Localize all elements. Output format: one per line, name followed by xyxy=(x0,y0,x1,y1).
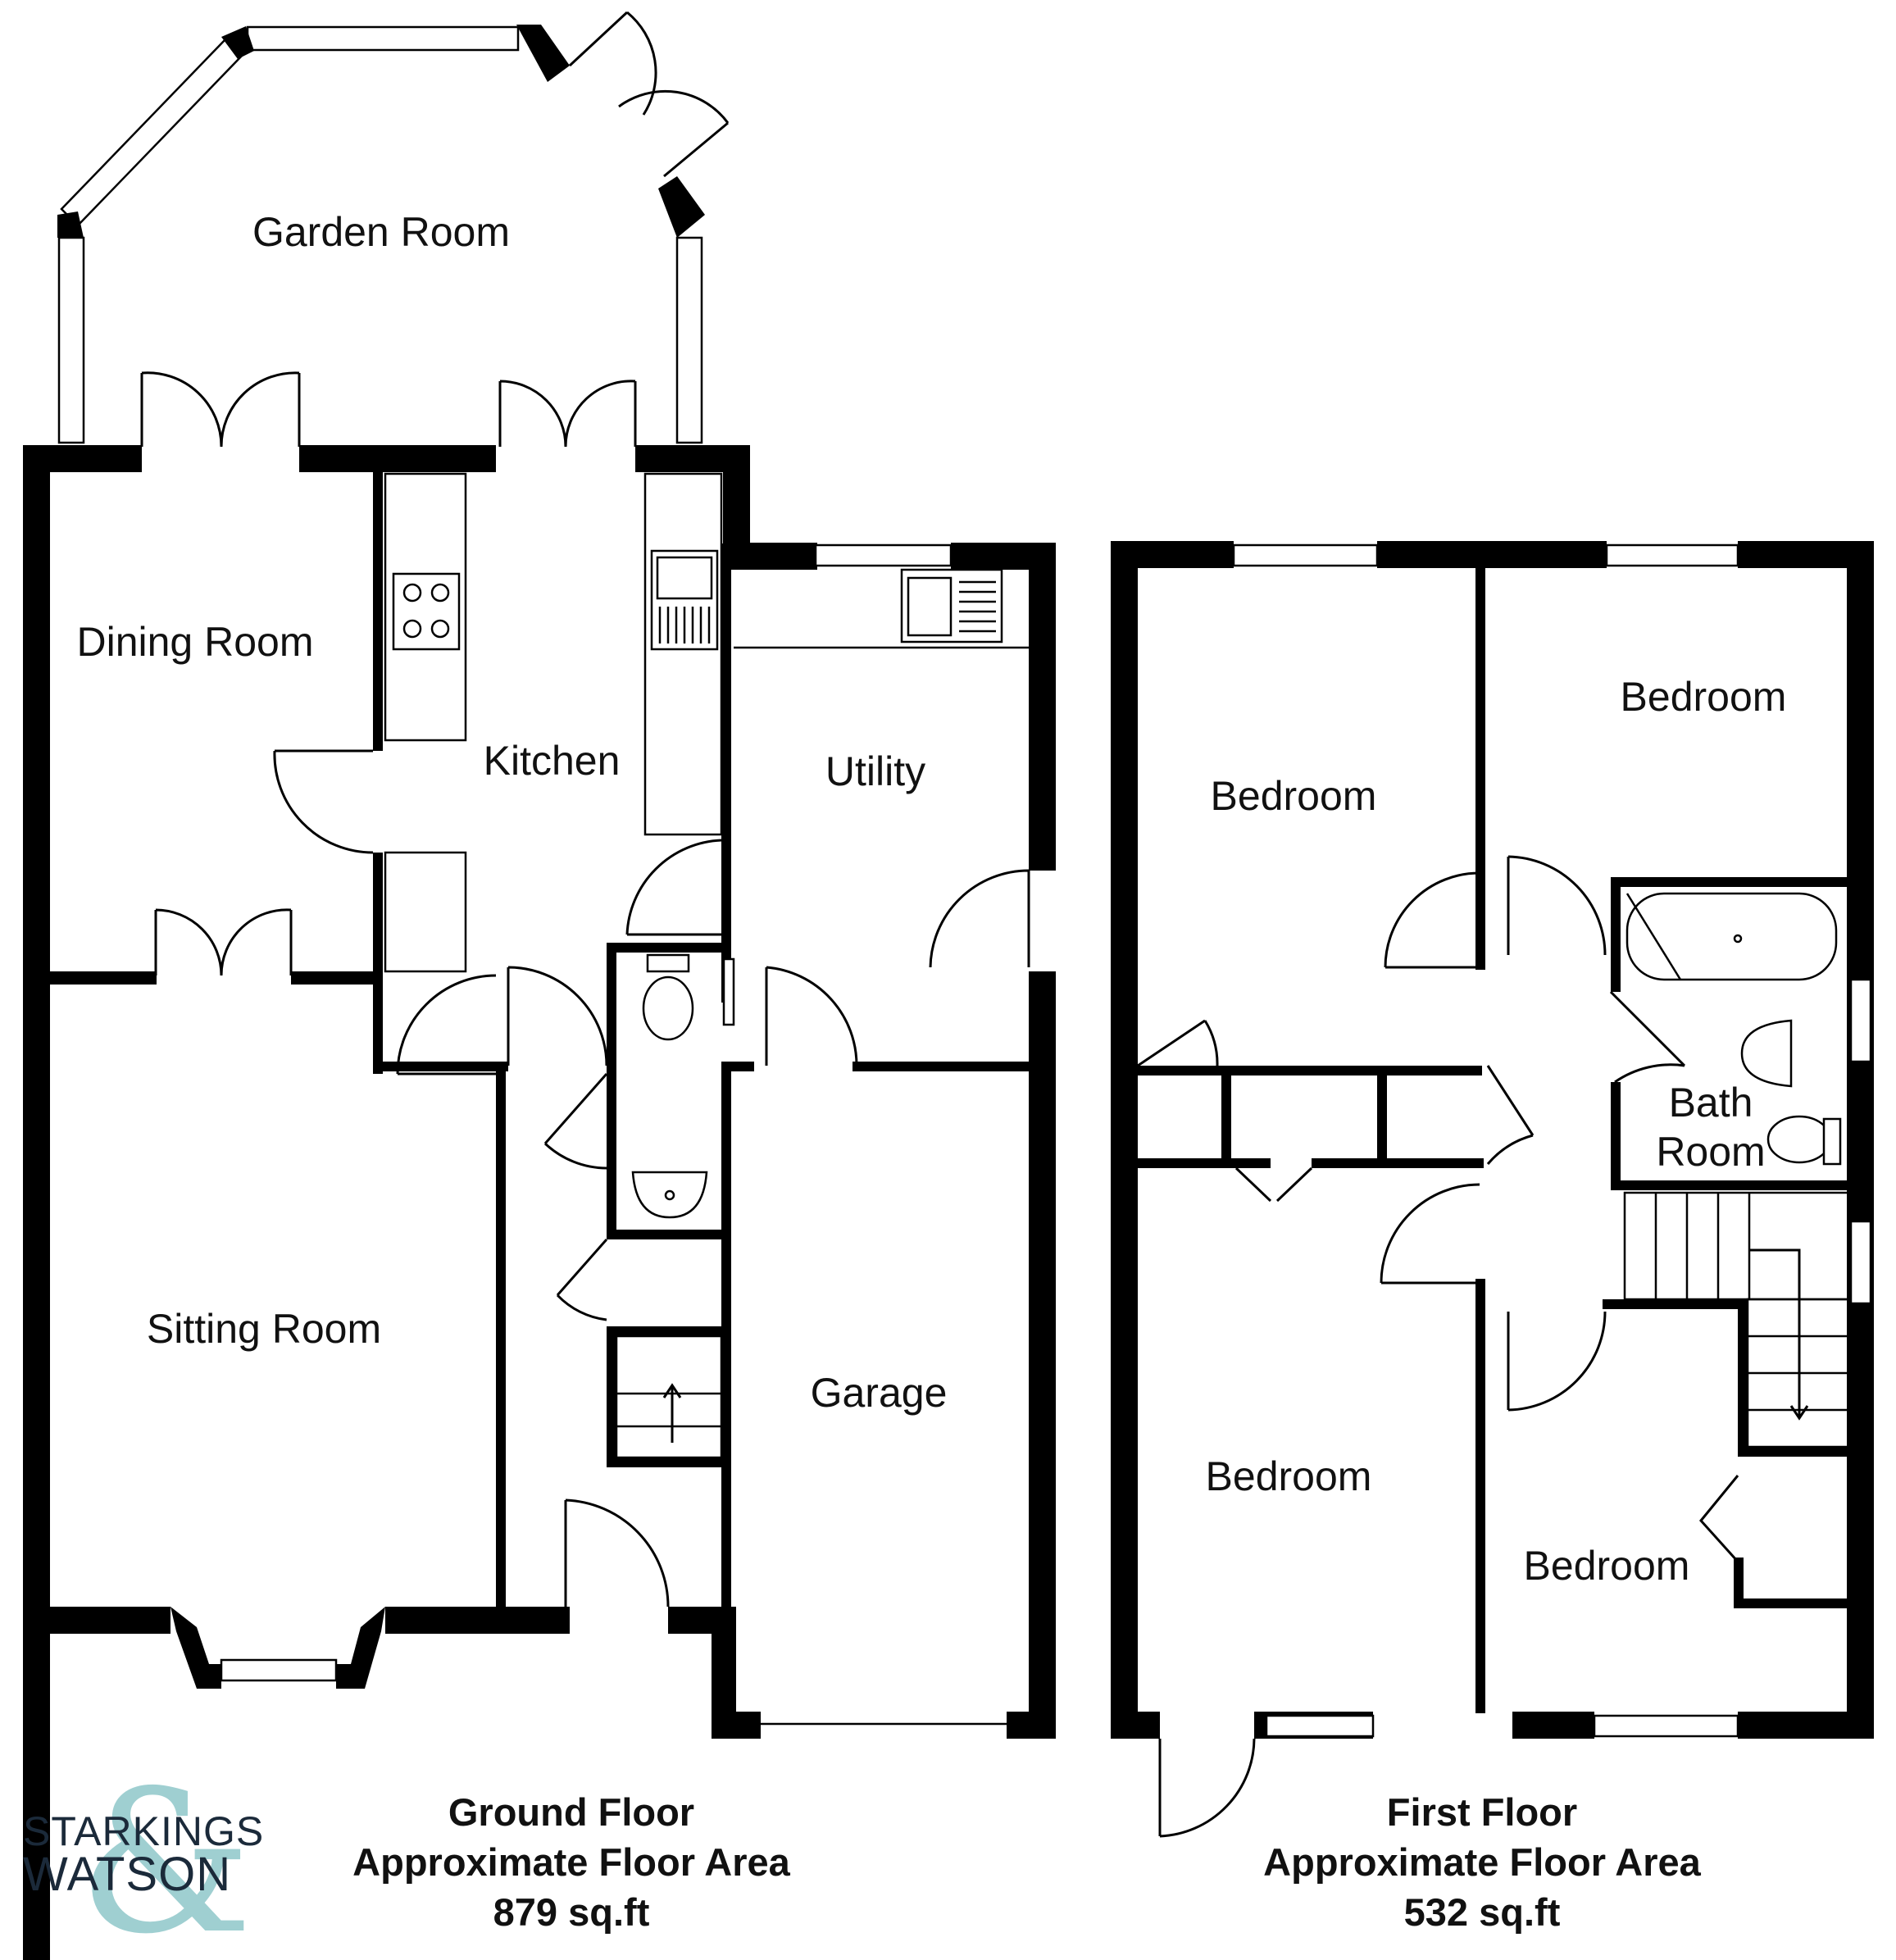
room-label-garage: Garage xyxy=(811,1370,948,1416)
ground-floor-walls xyxy=(23,445,1056,1960)
room-label-bath-room-line2: Room xyxy=(1656,1129,1765,1175)
room-label-bedroom-4: Bedroom xyxy=(1524,1543,1690,1589)
room-label-dining-room: Dining Room xyxy=(76,619,313,665)
room-label-bedroom-3: Bedroom xyxy=(1206,1453,1372,1499)
first-floor-plan: Bedroom Bedroom Bedroom Bedroom Bath Roo… xyxy=(1111,541,1874,1838)
first-floor-subtitle: Approximate Floor Area xyxy=(1263,1840,1701,1884)
logo-line1: STARKINGS xyxy=(23,1808,264,1854)
first-floor-windows xyxy=(1232,543,1872,1738)
ground-floor-caption: Ground Floor Approximate Floor Area 879 … xyxy=(352,1790,790,1934)
ground-floor-subtitle: Approximate Floor Area xyxy=(352,1840,790,1884)
first-floor-caption: First Floor Approximate Floor Area 532 s… xyxy=(1263,1790,1701,1934)
ground-floor-area: 879 sq.ft xyxy=(493,1890,650,1934)
room-label-garden-room: Garden Room xyxy=(252,209,510,255)
garden-room-windows xyxy=(57,25,705,444)
ground-floor-plan: Garden Room Dining Room Kitchen Utility … xyxy=(23,11,1056,1960)
bathroom-fittings xyxy=(1625,892,1842,1166)
ground-floor-windows xyxy=(171,543,953,1689)
garden-room-external-door xyxy=(568,11,730,178)
ground-floor-title: Ground Floor xyxy=(448,1790,694,1834)
first-floor-area: 532 sq.ft xyxy=(1404,1890,1561,1934)
room-label-sitting-room: Sitting Room xyxy=(147,1306,381,1352)
ground-floor-doors xyxy=(140,371,1030,1608)
starkings-watson-logo: & STARKINGS WATSON xyxy=(23,1748,264,1960)
room-label-bedroom-2: Bedroom xyxy=(1621,674,1787,720)
room-label-utility: Utility xyxy=(825,748,925,794)
room-label-bedroom-1: Bedroom xyxy=(1211,773,1377,819)
logo-ampersand: & xyxy=(78,1748,253,1960)
first-floor-stairs xyxy=(1623,1191,1850,1448)
first-floor-doors xyxy=(1137,855,1739,1838)
ground-floor-wc-fittings xyxy=(615,953,723,1459)
first-floor-walls xyxy=(1111,541,1874,1739)
room-label-kitchen: Kitchen xyxy=(484,738,621,784)
first-floor-title: First Floor xyxy=(1387,1790,1577,1834)
kitchen-fittings xyxy=(384,472,1029,973)
logo-line2: WATSON xyxy=(23,1848,231,1901)
room-label-bath-room-line1: Bath xyxy=(1669,1080,1753,1126)
